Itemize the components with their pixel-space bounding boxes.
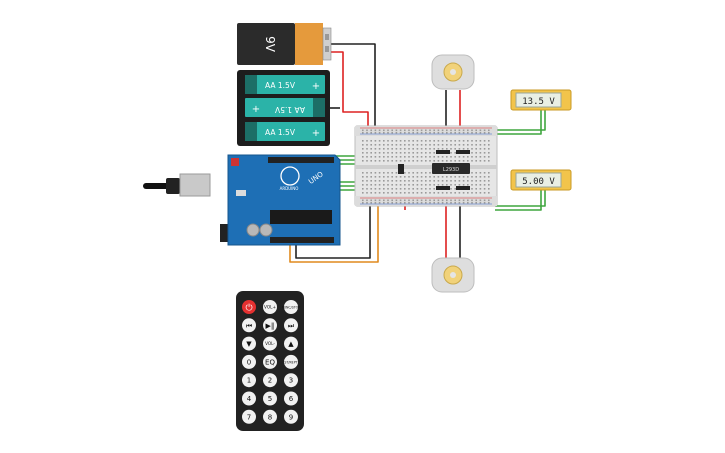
remote-button-label: ST/REPT: [284, 360, 297, 364]
dc-motor-bottom[interactable]: [431, 257, 475, 293]
remote-button-row3-2[interactable]: ▲: [284, 336, 298, 351]
remote-button-label: 0: [247, 358, 251, 366]
remote-button-row6-2[interactable]: 6: [284, 391, 298, 406]
remote-button-label: VOL-: [265, 341, 275, 346]
wire-9v-red[interactable]: [330, 51, 369, 132]
remote-button-label: VOL+: [264, 305, 276, 310]
remote-button-label: 5: [268, 395, 272, 403]
battery-9v-label: 9V: [263, 36, 277, 53]
remote-button-row6-0[interactable]: 4: [242, 391, 256, 406]
aa-cell-2-label: AA 1.5V: [274, 105, 305, 114]
remote-button-label: ⏭: [288, 322, 295, 330]
remote-button-row7-2[interactable]: 9: [284, 409, 298, 424]
remote-button-label: 3: [289, 377, 293, 385]
ir-remote[interactable]: ⏻ VOL+ FUNC/STOP ⏮ ▶‖ ⏭ ▼ VOL- ▲ 0 EQ ST/REPT 1 2 3 4 5 6…: [236, 291, 304, 431]
remote-button-row3-1[interactable]: VOL-: [263, 336, 277, 351]
remote-button-label: 8: [268, 413, 272, 421]
remote-button-label: EQ: [265, 358, 275, 366]
multimeter-bottom[interactable]: 5.00 V: [510, 169, 572, 191]
breadboard[interactable]: L293D: [354, 125, 498, 207]
wire-orange-loop[interactable]: [289, 204, 379, 263]
remote-button-row4-2[interactable]: ST/REPT: [284, 354, 298, 369]
remote-button-row3-0[interactable]: ▼: [242, 336, 256, 351]
arduino-sub: ARDUINO: [280, 186, 299, 191]
remote-button-row7-1[interactable]: 8: [263, 409, 277, 424]
aa-cell-2-plus: +: [252, 104, 260, 115]
remote-button-label: 7: [247, 413, 251, 421]
wire-9v-black[interactable]: [330, 43, 376, 132]
power-icon: ⏻: [245, 303, 252, 314]
remote-button-label: ▶‖: [266, 322, 275, 330]
arduino-uno[interactable]: UNO ARDUINO: [143, 154, 341, 246]
aa-cell-1: [245, 75, 325, 94]
remote-button-row5-0[interactable]: 1: [242, 373, 256, 388]
remote-button-label: 2: [268, 377, 272, 385]
remote-button-label: ▼: [246, 340, 252, 348]
multimeter-top-reading: 13.5 V: [522, 97, 555, 107]
remote-button-label: 6: [289, 395, 294, 403]
multimeter-bottom-reading: 5.00 V: [522, 177, 555, 187]
remote-button-row4-1[interactable]: EQ: [263, 354, 277, 369]
remote-button-row5-1[interactable]: 2: [263, 373, 277, 388]
remote-button-label: ▲: [288, 340, 294, 348]
wire-meter-bottom-2[interactable]: [495, 188, 542, 211]
multimeter-top[interactable]: 13.5 V: [510, 89, 572, 111]
aa-cell-1-label: AA 1.5V: [265, 81, 296, 90]
remote-button-row2-0[interactable]: ⏮: [242, 318, 256, 333]
remote-button-row1-2[interactable]: FUNC/STOP: [282, 300, 300, 314]
aa-cell-2: [245, 98, 325, 117]
remote-button-row5-2[interactable]: 3: [284, 373, 298, 388]
remote-button-label: ⏮: [246, 322, 252, 330]
battery-pack-aa[interactable]: AA 1.5V + AA 1.5V + AA 1.5V +: [237, 70, 330, 146]
dc-motor-top[interactable]: [431, 54, 475, 90]
ir-receiver[interactable]: [398, 164, 404, 174]
remote-buttons: ⏻ VOL+ FUNC/STOP ⏮ ▶‖ ⏭ ▼ VOL- ▲ 0 EQ ST/REPT 1 2 3 4 5 6…: [242, 300, 300, 424]
driver-ic[interactable]: L293D: [432, 163, 470, 174]
remote-button-label: 4: [247, 395, 252, 403]
remote-button-label: FUNC/STOP: [282, 306, 300, 310]
aa-cell-3-plus: +: [312, 128, 320, 139]
remote-button-row7-0[interactable]: 7: [242, 409, 256, 424]
aa-cell-3: [245, 122, 325, 141]
wire-meter-top[interactable]: [497, 108, 546, 131]
aa-cell-1-plus: +: [312, 81, 320, 92]
wire-meter-top-2[interactable]: [497, 108, 542, 135]
aa-cell-3-label: AA 1.5V: [265, 128, 296, 137]
remote-button-row2-2[interactable]: ⏭: [284, 318, 298, 333]
remote-button-row1-0[interactable]: ⏻: [242, 300, 256, 314]
remote-button-label: 9: [289, 413, 293, 421]
remote-button-row6-1[interactable]: 5: [263, 391, 277, 406]
remote-button-row4-0[interactable]: 0: [242, 354, 256, 369]
remote-button-label: 1: [247, 377, 251, 385]
battery-9v[interactable]: 9V: [237, 23, 332, 65]
wire-black-loop[interactable]: [295, 204, 371, 259]
remote-button-row1-1[interactable]: VOL+: [263, 300, 277, 314]
remote-button-row2-1[interactable]: ▶‖: [263, 318, 277, 333]
driver-ic-label: L293D: [443, 167, 459, 173]
wire-meter-bottom[interactable]: [495, 188, 546, 207]
